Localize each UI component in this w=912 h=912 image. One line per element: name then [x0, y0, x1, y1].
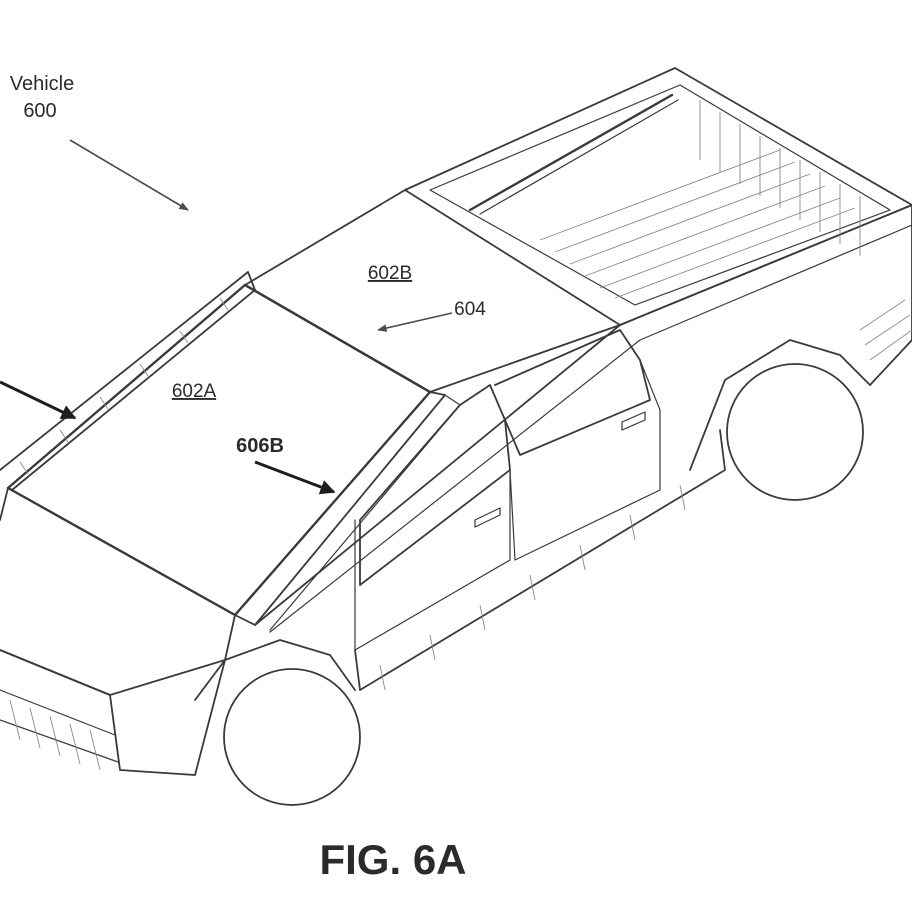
panel-602b-outline [244, 189, 621, 393]
door-handle-front [474, 507, 501, 528]
panel-602a-outline [6, 283, 432, 617]
rear-door [509, 409, 661, 561]
rear-wheel-arch [689, 339, 871, 471]
front-lower [0, 689, 121, 771]
front-wheel-arch [194, 639, 356, 701]
bed-wall-hatch [699, 100, 861, 256]
rocker-hatch [379, 484, 686, 691]
labels: Vehicle 600 602B 604 602A 606B FIG. 6A [10, 73, 487, 883]
label-vehicle-name: Vehicle [10, 73, 75, 95]
front-wheel [223, 668, 361, 806]
a-pillar-right [234, 391, 446, 626]
bed-outline [404, 67, 912, 326]
rear-wheel [726, 363, 864, 501]
bed-rail-2 [479, 99, 679, 215]
arrow-600 [69, 139, 189, 211]
a-pillar-left [0, 271, 256, 491]
front-window [359, 384, 511, 586]
b-pillar [489, 384, 511, 471]
bed-rail [468, 93, 674, 212]
seam-604-line [243, 283, 432, 394]
rear-end [869, 204, 912, 386]
bed-floor-hatch [539, 149, 856, 299]
rocker [354, 429, 726, 691]
bed-inner [429, 84, 891, 306]
label-vehicle-number: 600 [23, 100, 56, 122]
figure-caption: FIG. 6A [319, 836, 466, 883]
label-604: 604 [454, 299, 486, 320]
leader-arrows [0, 139, 453, 495]
arrow-606a [0, 380, 77, 420]
front-door [354, 469, 511, 651]
label-602b: 602B [368, 263, 412, 284]
rear-window [494, 329, 651, 456]
door-handle-rear [621, 411, 646, 431]
beltline-lower [269, 224, 912, 633]
arrow-606b [254, 460, 336, 495]
arrow-604 [377, 312, 453, 332]
a-pillar-right-inner [269, 394, 461, 631]
a-pillar-left-hatch [19, 297, 229, 475]
c-pillar [619, 329, 661, 411]
front-bumper-hatch [9, 699, 101, 771]
rear-hatch [859, 299, 912, 361]
vehicle-drawing [0, 67, 912, 806]
label-602a: 602A [172, 381, 217, 402]
label-606b: 606B [236, 435, 284, 457]
